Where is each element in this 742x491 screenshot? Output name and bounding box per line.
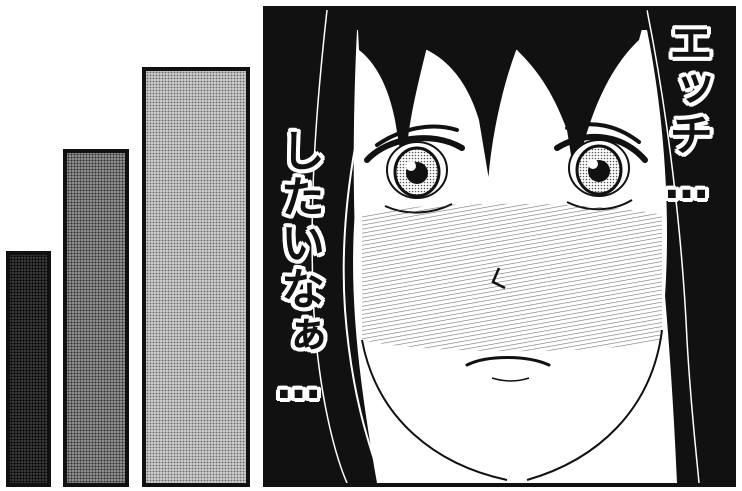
tone-bar-medium [63,149,129,487]
brow-right [565,122,641,144]
blush-shading [362,203,662,352]
nose [491,267,506,290]
dialogue-line-2: したいなぁ… [273,128,324,411]
tone-bar-light [142,67,250,487]
mouth [465,356,551,367]
brow-left [375,124,459,147]
character-face-illustration [267,10,732,483]
dialogue-line-1: エッチ… [661,20,712,211]
manga-panel [263,6,736,487]
hair-right-mass [607,10,732,483]
tone-bar-dark [6,251,51,487]
eye-left [364,135,465,214]
